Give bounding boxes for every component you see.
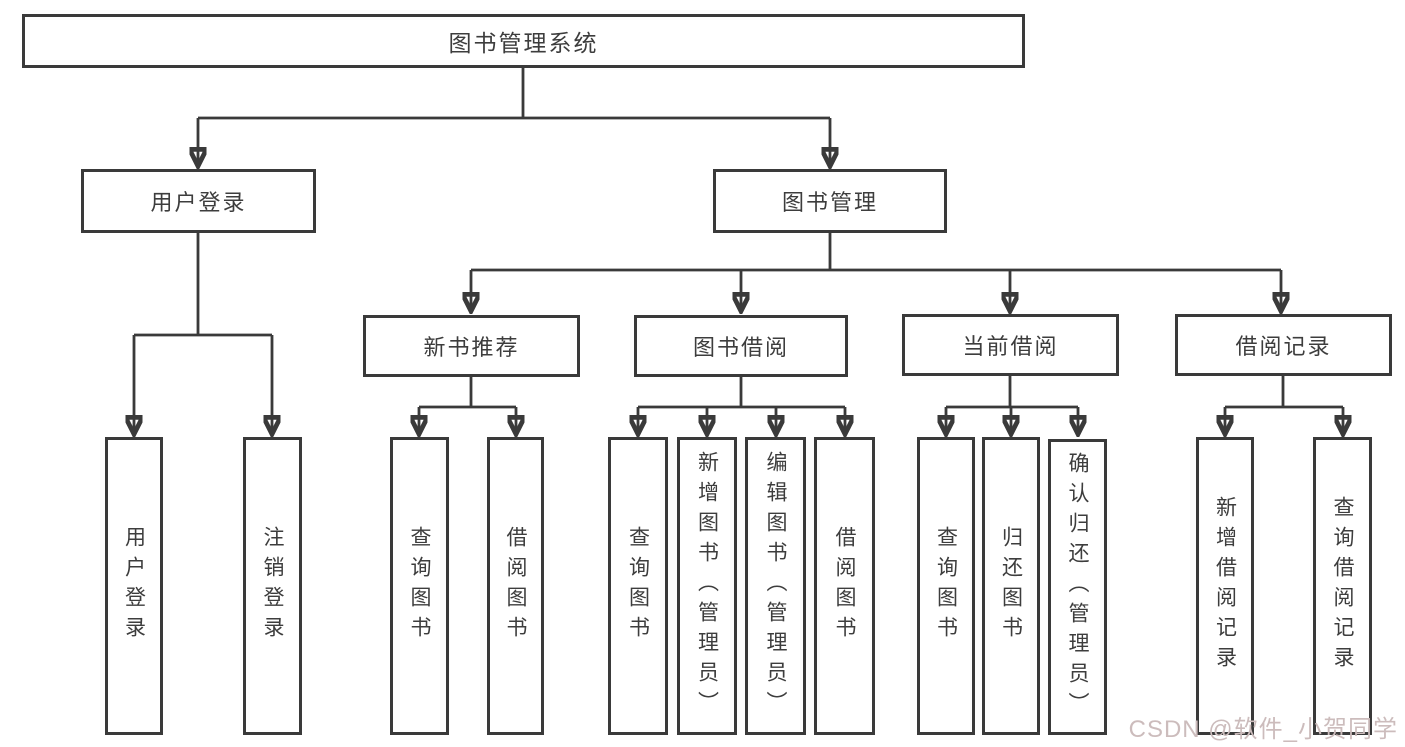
leaf-return-book-label: 归还图书 (999, 526, 1023, 646)
leaf-query-borrow-record: 查询借阅记录 (1313, 437, 1372, 735)
node-root: 图书管理系统 (22, 14, 1025, 68)
leaf-borrow-books-2-label: 借阅图书 (833, 526, 856, 646)
node-user-login: 用户登录 (81, 169, 316, 233)
leaf-add-book-admin: 新增图书（管理员） (677, 437, 737, 735)
leaf-query-books-1: 查询图书 (390, 437, 449, 735)
node-new-book-recommend: 新书推荐 (363, 315, 580, 377)
leaf-borrow-books-1-label: 借阅图书 (504, 526, 527, 646)
node-current-borrowing: 当前借阅 (902, 314, 1119, 376)
leaf-user-login-label: 用户登录 (122, 526, 146, 646)
leaf-confirm-return-admin-label: 确认归还（管理员） (1066, 452, 1089, 722)
leaf-logout-label: 注销登录 (261, 526, 284, 646)
node-book-management: 图书管理 (713, 169, 947, 233)
node-new-book-recommend-label: 新书推荐 (423, 335, 520, 360)
leaf-add-borrow-record-label: 新增借阅记录 (1213, 496, 1237, 676)
leaf-add-borrow-record: 新增借阅记录 (1196, 437, 1254, 735)
leaf-query-books-3: 查询图书 (917, 437, 975, 735)
leaf-edit-book-admin: 编辑图书（管理员） (745, 437, 806, 735)
leaf-add-book-admin-label: 新增图书（管理员） (695, 451, 719, 721)
leaf-logout: 注销登录 (243, 437, 302, 735)
leaf-user-login: 用户登录 (105, 437, 163, 735)
leaf-query-books-2: 查询图书 (608, 437, 668, 735)
node-book-management-label: 图书管理 (781, 190, 878, 215)
leaf-return-book: 归还图书 (982, 437, 1040, 735)
node-book-borrowing-label: 图书借阅 (692, 335, 789, 360)
leaf-query-books-3-label: 查询图书 (934, 526, 958, 646)
node-book-borrowing: 图书借阅 (634, 315, 848, 377)
leaf-query-borrow-record-label: 查询借阅记录 (1331, 496, 1354, 676)
node-root-label: 图书管理系统 (448, 30, 599, 56)
connector-trunks (134, 68, 1343, 409)
leaf-query-books-2-label: 查询图书 (626, 526, 650, 646)
leaf-query-books-1-label: 查询图书 (408, 526, 431, 646)
node-borrowing-records: 借阅记录 (1175, 314, 1392, 376)
leaf-confirm-return-admin: 确认归还（管理员） (1048, 439, 1107, 735)
node-current-borrowing-label: 当前借阅 (962, 334, 1059, 359)
leaf-borrow-books-2: 借阅图书 (814, 437, 875, 735)
csdn-watermark: CSDN @软件_小贺同学 (1128, 716, 1398, 743)
node-user-login-label: 用户登录 (150, 190, 247, 215)
leaf-edit-book-admin-label: 编辑图书（管理员） (764, 451, 787, 721)
leaf-borrow-books-1: 借阅图书 (487, 437, 544, 735)
node-borrowing-records-label: 借阅记录 (1235, 334, 1332, 359)
